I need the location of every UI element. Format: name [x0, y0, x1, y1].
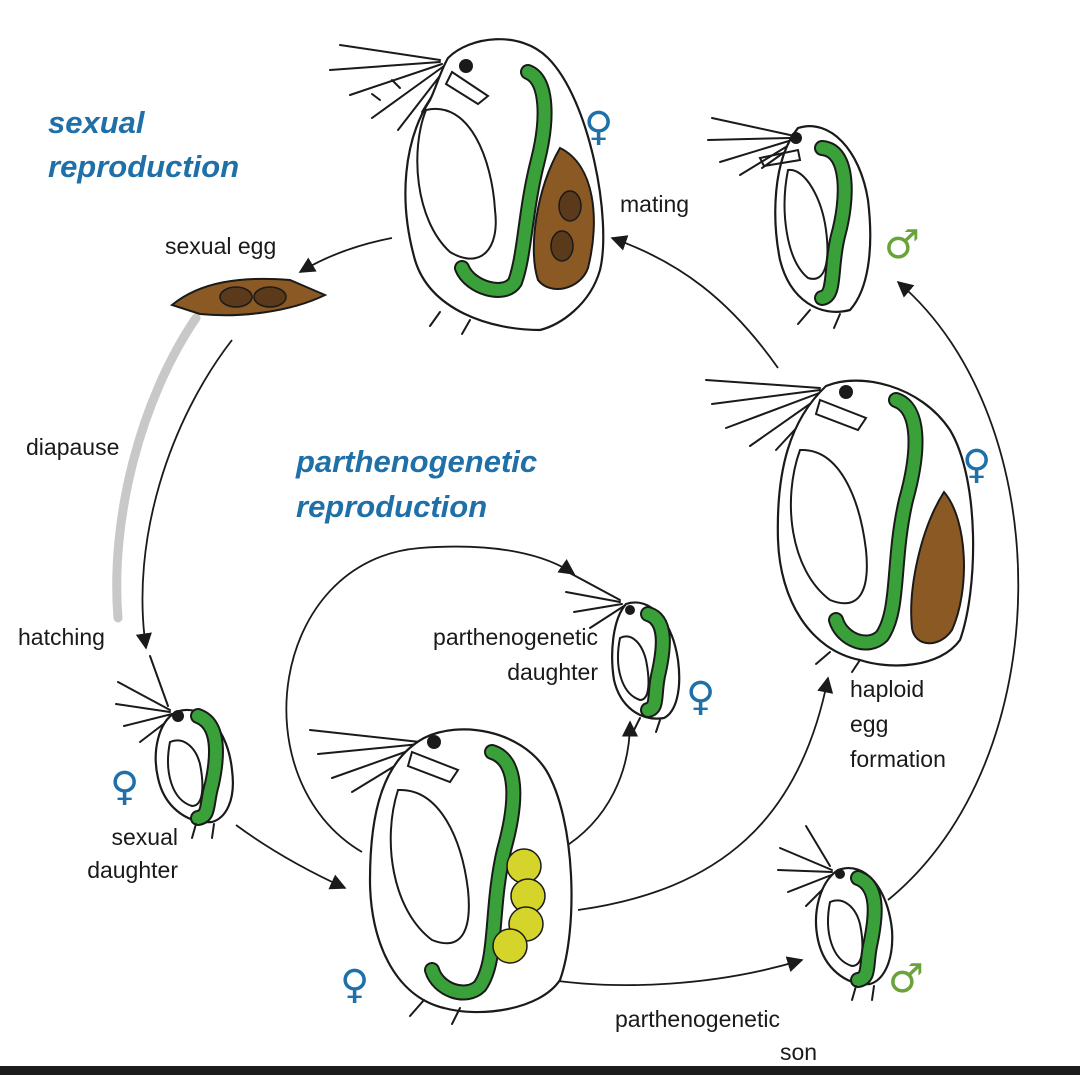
arrow-egg-to-hatching — [135, 339, 233, 650]
sexual-egg-ephippium — [169, 277, 328, 317]
arrow-son-to-male — [887, 280, 1020, 901]
sexual-reproduction-heading: sexual reproduction — [48, 105, 239, 184]
male-daphnia — [707, 117, 872, 329]
arrow-mother-to-haploid — [577, 676, 834, 911]
male-symbol-son: ♂ — [888, 956, 924, 1002]
antennae — [329, 44, 449, 131]
female-symbol-sexual-daughter: ♀ — [110, 764, 139, 810]
label-sexual-egg: sexual egg — [165, 233, 276, 259]
haploid-egg-female-daphnia — [705, 379, 975, 673]
label-sexual-daughter-line1: sexual — [112, 824, 178, 850]
parthenogenetic-eggs — [492, 848, 546, 964]
label-parthenogenetic-son-line1: parthenogenetic — [615, 1006, 780, 1032]
arrow-mother-to-son — [537, 956, 804, 987]
label-diapause: diapause — [26, 434, 119, 460]
heading-parthenogenetic-line2: reproduction — [296, 489, 487, 524]
male-symbol-top-right: ♂ — [884, 222, 920, 268]
diapause-band — [112, 313, 201, 623]
top-female-daphnia — [329, 38, 605, 335]
haploid-egg-mass — [910, 490, 965, 645]
label-hatching: hatching — [18, 624, 105, 650]
arrow-haploid-to-mating — [610, 235, 779, 369]
arrow-mother-to-daughter — [559, 720, 639, 851]
heading-parthenogenetic-line1: parthenogenetic — [295, 444, 537, 479]
label-haploid-line1: haploid — [850, 676, 924, 702]
parthenogenetic-reproduction-heading: parthenogenetic reproduction — [295, 444, 537, 524]
parthenogenetic-daughter-daphnia — [565, 571, 681, 733]
label-sexual-daughter-line2: daughter — [87, 857, 178, 883]
heading-sexual-line1: sexual — [48, 105, 146, 140]
female-symbol-top: ♀ — [584, 104, 613, 150]
label-parthenogenetic-son-line2: son — [780, 1039, 817, 1065]
arrow-sexual-daughter-to-mother — [235, 824, 347, 890]
eye — [459, 59, 473, 73]
female-symbol-haploid: ♀ — [962, 442, 991, 488]
parthenogenetic-son-daphnia — [777, 825, 894, 1001]
heading-sexual-line2: reproduction — [48, 149, 239, 184]
arrow-female-to-sexual-egg — [298, 237, 393, 273]
female-symbol-mother: ♀ — [340, 962, 369, 1008]
label-mating: mating — [620, 191, 689, 217]
arrow-mother-loop-back — [285, 545, 576, 853]
female-symbol-parthenogenetic-daughter: ♀ — [686, 674, 715, 720]
label-haploid-line2: egg — [850, 711, 888, 737]
parthenogenetic-mother-daphnia — [309, 728, 573, 1025]
label-parthenogenetic-daughter-line2: daughter — [507, 659, 598, 685]
label-haploid-line3: formation — [850, 746, 946, 772]
screen-bottom-bar — [0, 1066, 1080, 1075]
cycle-arrows — [112, 235, 1020, 987]
sexual-daughter-daphnia — [115, 655, 234, 839]
label-parthenogenetic-daughter-line1: parthenogenetic — [433, 624, 598, 650]
